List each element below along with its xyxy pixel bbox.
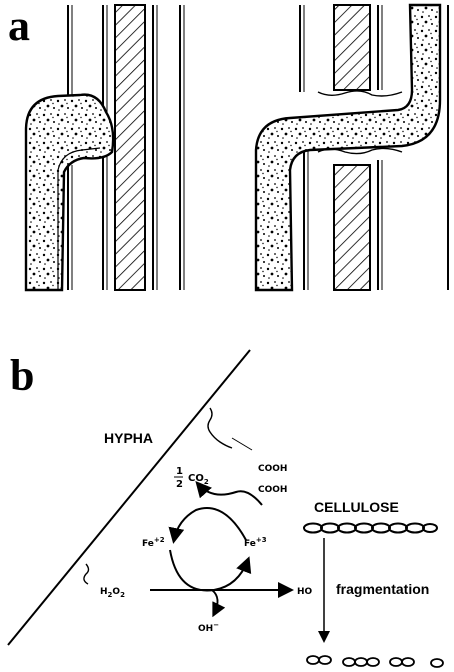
cellulose-label: CELLULOSE (314, 499, 399, 515)
fragment-bead (319, 656, 331, 664)
wavy-release-line (84, 564, 89, 584)
panel-b: b HYPHA 1 2 CO2 COOH COOH Fe+2 Fe+3 (8, 350, 443, 667)
arrow-fe2-to-fe3 (170, 550, 248, 591)
cellulose-bead (338, 524, 356, 533)
panel-a-letter: a (8, 1, 30, 50)
h2o2-h: H (100, 587, 108, 597)
oh-label: OH− (198, 621, 219, 634)
co2-half-denominator: 2 (176, 479, 183, 490)
fragment-bead (367, 658, 379, 666)
arrow-fe3-to-fe2 (174, 508, 246, 540)
fe3-superscript: +3 (256, 536, 267, 544)
arrow-cooh-to-co2 (198, 484, 262, 505)
cellulose-bead (355, 524, 373, 533)
wavy-release-line (208, 408, 232, 448)
fragment-bead (402, 658, 414, 666)
fe3-main: Fe (244, 539, 256, 549)
fragment-bead (307, 656, 319, 664)
middle-lamella-hatched (334, 165, 370, 290)
cellulose-bead (423, 524, 437, 532)
cooh-top-label: COOH (258, 464, 287, 474)
panel-b-letter: b (10, 351, 34, 400)
fe3-label: Fe+3 (244, 536, 267, 549)
left-wood-cell-drawing (26, 5, 184, 290)
fragment-bead (343, 658, 355, 666)
hypha-shape (26, 95, 113, 290)
hypha-label: HYPHA (104, 430, 153, 446)
cellulose-fragments (307, 656, 443, 667)
co2-half-numerator: 1 (176, 466, 183, 477)
co2-label: 1 2 CO2 (174, 466, 209, 490)
cellulose-bead (321, 524, 339, 533)
middle-lamella-hatched (115, 5, 145, 290)
cellulose-bead (304, 524, 322, 533)
h2o2-sub2: 2 (120, 591, 125, 599)
cellulose-bead (389, 524, 407, 533)
panel-a: a (8, 1, 448, 290)
h2o2-label: H2O2 (100, 587, 125, 599)
fragment-bead (355, 658, 367, 666)
right-wood-cell-drawing (256, 5, 448, 290)
ho-radical-label: HO (297, 587, 313, 597)
oh-superscript: − (213, 621, 219, 629)
hypha-boundary-line (8, 350, 250, 645)
fragmentation-label: fragmentation (336, 581, 429, 597)
arrow-oh-branch (212, 590, 218, 614)
fe2-label: Fe+2 (142, 536, 165, 549)
connector-line (232, 438, 252, 450)
torn-edge (318, 91, 402, 96)
fe2-superscript: +2 (154, 536, 165, 544)
cellulose-bead (372, 524, 390, 533)
oh-main: OH (198, 624, 213, 634)
co2-main: CO (188, 473, 204, 484)
cellulose-bead (406, 524, 424, 533)
cooh-bottom-label: COOH (258, 485, 287, 495)
fe2-main: Fe (142, 539, 154, 549)
cellulose-chain (304, 524, 437, 533)
middle-lamella-hatched (334, 5, 370, 90)
co2-subscript: 2 (204, 478, 209, 486)
fragment-bead (390, 658, 402, 666)
fragment-bead (431, 659, 443, 667)
